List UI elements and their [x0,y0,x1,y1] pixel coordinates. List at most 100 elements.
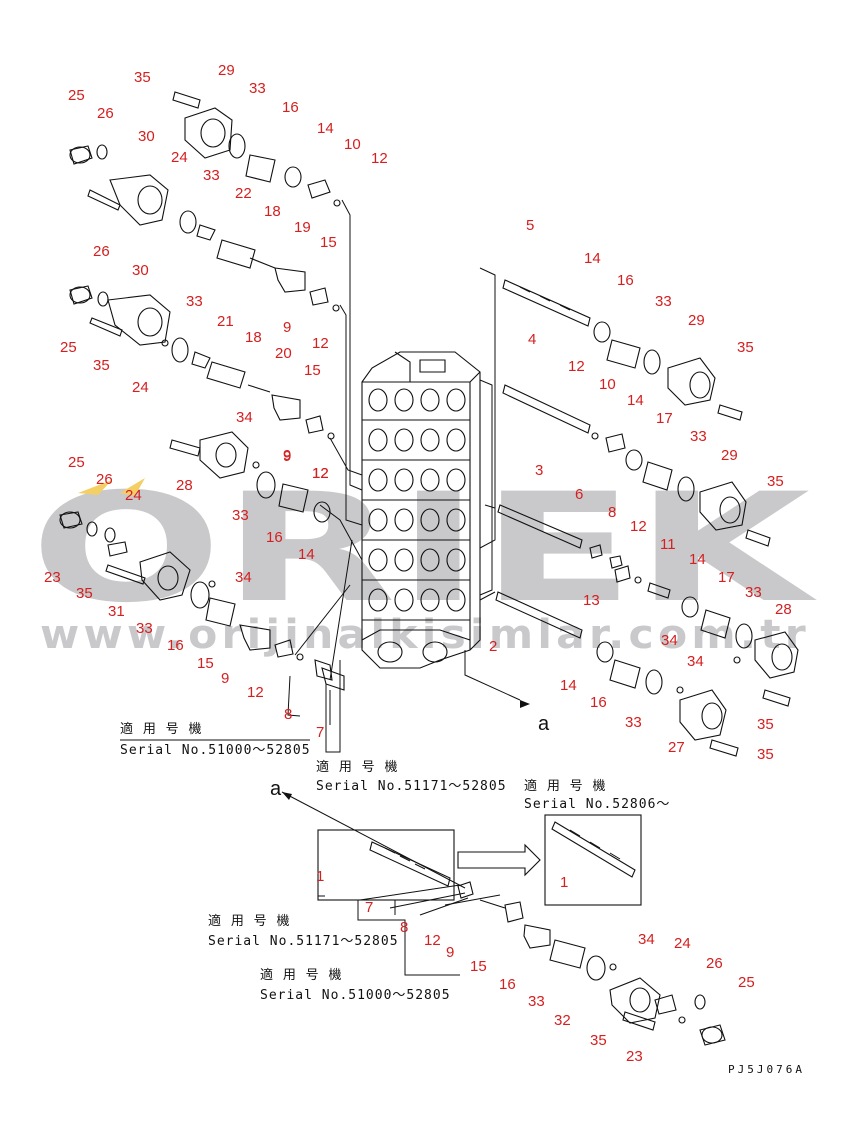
valve-port [368,428,388,452]
parts-left-lower [59,431,345,691]
valve-port [446,388,466,412]
callout-label: 23 [626,1048,643,1065]
callout-label: 18 [245,329,262,346]
callout-label: 33 [528,993,545,1010]
callout-label: 34 [661,632,678,649]
callout-label: 33 [625,714,642,731]
callout-label: 35 [590,1032,607,1049]
callout-label: 14 [298,546,315,563]
callout-label: 15 [320,234,337,251]
serial-note-4-label: 適 用 号 機 [208,913,290,929]
valve-port [368,588,388,612]
valve-port [394,468,414,492]
callout-label: 24 [132,379,149,396]
callout-label: 14 [584,250,601,267]
valve-body [361,351,481,669]
callout-label: 24 [125,487,142,504]
callout-label: 25 [738,974,755,991]
valve-port [446,428,466,452]
callout-label: 8 [400,919,408,936]
valve-port [420,388,440,412]
callout-label: 28 [176,477,193,494]
serial-note-3-serial: Serial No.52806～ [524,797,670,812]
valve-port [420,508,440,532]
callout-label: 1 [560,874,568,891]
callout-label: 10 [599,376,616,393]
callout-label: 35 [76,585,93,602]
callout-label: 12 [630,518,647,535]
callout-label: 30 [138,128,155,145]
callout-label: 28 [775,601,792,618]
callout-label: 26 [93,243,110,260]
callout-label: 34 [638,931,655,948]
callout-label: 30 [132,262,149,279]
callout-label: 33 [232,507,249,524]
callout-label: 5 [526,217,534,234]
callout-label: 16 [282,99,299,116]
valve-port [446,548,466,572]
callout-label: 12 [312,335,329,352]
callout-label: 15 [470,958,487,975]
serial-note-5-serial: Serial No.51000～52805 [260,988,451,1003]
watermark-logo-mark [78,478,145,496]
callout-label: 29 [218,62,235,79]
callout-label: 16 [266,529,283,546]
callout-label: 29 [688,312,705,329]
serial-note-1-label: 適 用 号 機 [120,721,202,737]
valve-port [420,428,440,452]
callout-label: 29 [721,447,738,464]
callout-label: 6 [575,486,583,503]
valve-port [368,388,388,412]
serial-note-5-label: 適 用 号 機 [260,967,342,983]
callout-label: 26 [706,955,723,972]
callout-label: 19 [294,219,311,236]
view-marker-a-1: a [538,713,550,735]
callout-label: 12 [312,465,329,482]
callout-label: 31 [108,603,125,620]
callout-label: 35 [767,473,784,490]
valve-port [446,468,466,492]
parts-right [464,279,799,757]
callout-label: 7 [316,724,324,741]
callout-label: 8 [284,706,292,723]
callout-label: 20 [275,345,292,362]
valve-port [394,588,414,612]
callout-label: 27 [668,739,685,756]
callout-label: 33 [186,293,203,310]
callout-label: 16 [590,694,607,711]
valve-port [394,428,414,452]
callout-label: 25 [60,339,77,356]
parts-bottom [281,791,726,1046]
callout-label: 9 [283,319,291,336]
callout-label: 33 [655,293,672,310]
leader-lines [120,199,496,753]
callout-label: 33 [249,80,266,97]
callout-label: 17 [656,410,673,427]
callout-label: 22 [235,185,252,202]
callout-label: 3 [535,462,543,479]
callout-label: 10 [344,136,361,153]
valve-port [420,468,440,492]
valve-port [368,548,388,572]
callout-label: 12 [568,358,585,375]
callout-label: 16 [499,976,516,993]
serial-notes: 適 用 号 機 Serial No.51000～52805 適 用 号 機 Se… [120,721,670,1003]
serial-note-4-serial: Serial No.51171～52805 [208,934,399,949]
valve-port [394,508,414,532]
callout-label: 4 [528,331,536,348]
callout-label: 11 [660,536,676,553]
callout-label: 12 [247,684,264,701]
callout-label: 14 [560,677,577,694]
callout-label: 9 [221,670,229,687]
callout-label: 13 [583,592,600,609]
callout-label: 35 [757,716,774,733]
serial-note-1-serial: Serial No.51000～52805 [120,743,311,758]
valve-port [394,388,414,412]
view-marker-a-2: a [270,778,282,800]
callout-label: 24 [674,935,691,952]
valve-port [420,548,440,572]
callout-label: 14 [689,551,706,568]
callout-label: 35 [93,357,110,374]
valve-port [394,548,414,572]
callout-label: 14 [317,120,334,137]
